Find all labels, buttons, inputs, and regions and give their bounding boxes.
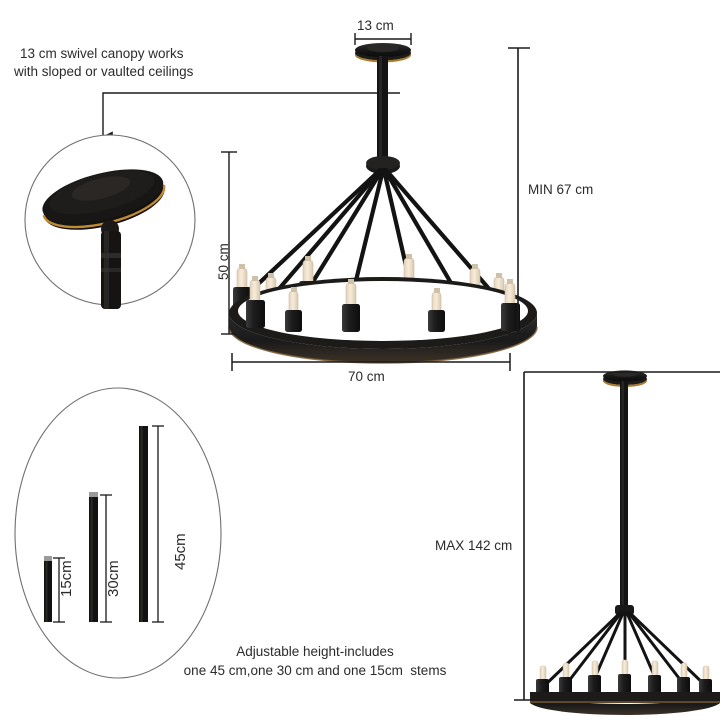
dimension-min-height bbox=[508, 47, 530, 335]
bulb bbox=[559, 662, 572, 694]
bulb bbox=[699, 665, 712, 695]
bulb bbox=[588, 660, 601, 693]
bulb bbox=[246, 276, 265, 328]
bulb bbox=[428, 288, 445, 332]
bulb bbox=[618, 659, 631, 693]
bulb bbox=[285, 287, 302, 332]
label-stem-45: 45cm bbox=[172, 533, 189, 570]
fixture-min-view bbox=[228, 43, 538, 364]
label-stem-30: 30cm bbox=[105, 560, 122, 597]
wheel-ring bbox=[228, 277, 538, 364]
dimension-canopy-width bbox=[354, 33, 412, 45]
stem-max bbox=[620, 381, 628, 607]
label-min-height: MIN 67 cm bbox=[528, 182, 594, 197]
dimension-fixture-diameter bbox=[231, 353, 511, 371]
stems-caption-line-2: one 45 cm,one 30 cm and one 15cm stems bbox=[183, 663, 447, 678]
bulb bbox=[342, 279, 360, 332]
label-stem-15: 15cm bbox=[58, 560, 75, 597]
canopy-detail-circle bbox=[24, 134, 196, 309]
dimension-max-height bbox=[514, 371, 720, 701]
stem-sample-45 bbox=[139, 425, 164, 623]
bulb bbox=[648, 660, 661, 693]
canopy-note-line-1: 13 cm swivel canopy works bbox=[20, 46, 184, 61]
bulb bbox=[501, 279, 520, 331]
dimension-fixture-height bbox=[221, 151, 237, 335]
stems-detail-ellipse bbox=[14, 387, 222, 679]
bulb-group-max bbox=[536, 659, 712, 695]
canopy-min bbox=[355, 43, 411, 63]
spokes-max bbox=[539, 611, 711, 692]
stems-caption-line-1: Adjustable height-includes bbox=[236, 644, 394, 659]
wheel-ring-max bbox=[530, 692, 720, 715]
bulb bbox=[677, 662, 690, 694]
label-canopy-width: 13 cm bbox=[357, 18, 394, 33]
bulb-group-front bbox=[246, 276, 520, 332]
bulb bbox=[536, 665, 549, 695]
label-max-height: MAX 142 cm bbox=[435, 538, 513, 553]
canopy-max bbox=[603, 370, 647, 387]
stem-sample-15 bbox=[44, 556, 65, 623]
stem-sample-30 bbox=[89, 492, 112, 623]
label-fixture-diameter: 70 cm bbox=[348, 369, 385, 384]
canopy-note-line-2: with sloped or vaulted ceilings bbox=[14, 64, 194, 79]
label-fixture-height: 50 cm bbox=[216, 243, 231, 280]
stem-min bbox=[377, 56, 388, 162]
fixture-max-view bbox=[530, 370, 720, 715]
canopy-callout-leader bbox=[101, 92, 400, 143]
